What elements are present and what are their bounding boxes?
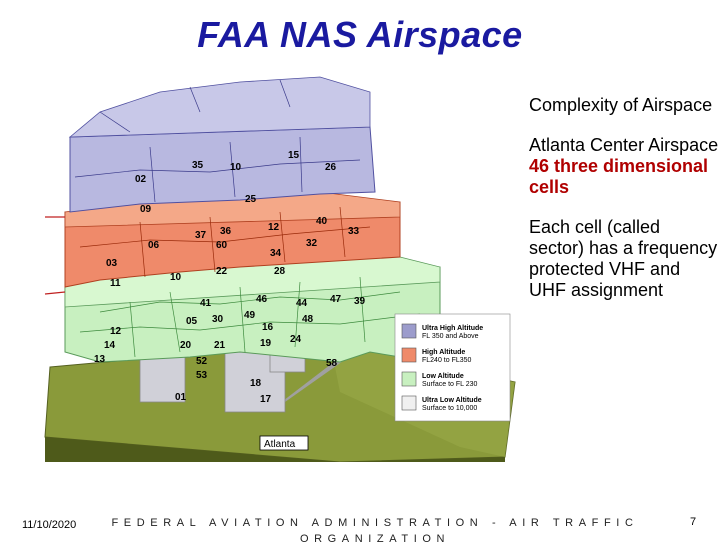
sector-label: 28 (274, 266, 286, 277)
airspace-diagram-svg: 15 35 10 26 02 25 09 37 36 12 40 33 06 6… (44, 76, 516, 463)
legend-swatch-high (401, 347, 417, 363)
legend-label: High Altitude (422, 349, 465, 356)
sector-label: 53 (196, 370, 208, 381)
low-grid-lines (79, 276, 421, 358)
sector-label: 01 (175, 392, 187, 403)
sector-label: 10 (170, 272, 182, 283)
sector-label: 60 (216, 240, 228, 251)
airspace-diagram: 15 35 10 26 02 25 09 37 36 12 40 33 06 6… (40, 52, 520, 463)
sector-label: 10 (230, 162, 242, 173)
ultra-high-band (69, 126, 376, 213)
sector-label: 17 (260, 394, 272, 405)
high-grid-lines (79, 206, 371, 278)
sector-label: 48 (302, 314, 314, 325)
altitude-legend: Ultra High Altitude FL 350 and Above Hig… (394, 313, 511, 422)
sector-label: 58 (326, 358, 338, 369)
bullet-complexity: Complexity of Airspace (529, 95, 713, 115)
sector-label: 49 (244, 310, 256, 321)
sector-label: 24 (290, 334, 302, 345)
sector-label: 36 (220, 226, 232, 237)
sector-label: 12 (110, 326, 122, 337)
sector-label: 30 (212, 314, 224, 325)
legend-label: Surface to FL 230 (422, 381, 477, 388)
sector-label: 40 (316, 216, 328, 227)
sector-label: 12 (268, 222, 280, 233)
legend-label: FL240 to FL350 (422, 357, 472, 364)
page-number: 7 (690, 516, 697, 528)
ultra-grid-lines (74, 79, 361, 203)
sector-label: 34 (270, 248, 282, 259)
low-sector-labels: 41 46 44 47 39 05 30 49 48 12 16 14 20 2… (94, 294, 366, 405)
bullet-highlight: 46 three dimensional cells (529, 156, 709, 197)
sector-label: 33 (348, 226, 360, 237)
bullet-sector-frequency: Each cell (called sector) has a frequenc… (529, 217, 718, 300)
sector-label: 26 (325, 162, 337, 173)
sector-label: 25 (245, 194, 257, 205)
bullet-atlanta-center: Atlanta Center Airspace 46 three dimensi… (529, 135, 719, 198)
footer-organization: FEDERAL AVIATION ADMINISTRATION - AIR TR… (111, 517, 639, 545)
sector-label: 22 (216, 266, 228, 277)
legend-swatch-ultra-high (401, 323, 417, 339)
sector-label: 52 (196, 356, 208, 367)
sector-label: 09 (140, 204, 152, 215)
legend-label: FL 350 and Above (422, 333, 479, 340)
sector-label: 05 (186, 316, 198, 327)
sector-label: 16 (262, 322, 274, 333)
ground-front (45, 437, 505, 462)
sector-label: 18 (250, 378, 262, 389)
legend-label: Ultra High Altitude (422, 325, 483, 332)
sector-label: 41 (200, 298, 212, 309)
legend-swatch-ultra-low (401, 395, 417, 411)
sector-label: 06 (148, 240, 160, 251)
sector-label: 37 (195, 230, 207, 241)
sector-label: 39 (354, 296, 366, 307)
legend-label: Surface to 10,000 (422, 405, 477, 412)
sector-label: 32 (306, 238, 318, 249)
sector-label: 03 (106, 258, 118, 269)
atlanta-label-box (259, 435, 309, 451)
sector-label: 14 (104, 340, 116, 351)
bullet-list: Complexity of Airspace Atlanta Center Ai… (529, 95, 719, 320)
sector-label: 21 (214, 340, 226, 351)
ultra-sector-labels: 15 35 10 26 02 25 09 (135, 150, 337, 215)
sector-label: 19 (260, 338, 272, 349)
sector-label: 47 (330, 294, 342, 305)
sector-label: 20 (180, 340, 192, 351)
legend-label: Ultra Low Altitude (422, 397, 482, 404)
sector-label: 35 (192, 160, 204, 171)
atlanta-label: Atlanta (264, 439, 296, 450)
bullet-atlanta-prefix: Atlanta Center Airspace (529, 135, 719, 155)
sector-label: 11 (110, 278, 121, 289)
page-title: FAA NAS Airspace (197, 14, 523, 55)
footer-date: 11/10/2020 (22, 519, 77, 531)
sector-label: 46 (256, 294, 268, 305)
ultra-high-top (68, 76, 371, 138)
sector-label: 44 (296, 298, 308, 309)
legend-swatch-low (401, 371, 417, 387)
sector-label: 15 (288, 150, 300, 161)
legend-label: Low Altitude (422, 373, 464, 380)
sector-label: 13 (94, 354, 106, 365)
boundary-line-lower (44, 291, 66, 295)
sector-label: 02 (135, 174, 147, 185)
high-sector-labels: 37 36 12 40 33 06 60 32 34 03 22 28 10 1… (106, 216, 360, 289)
